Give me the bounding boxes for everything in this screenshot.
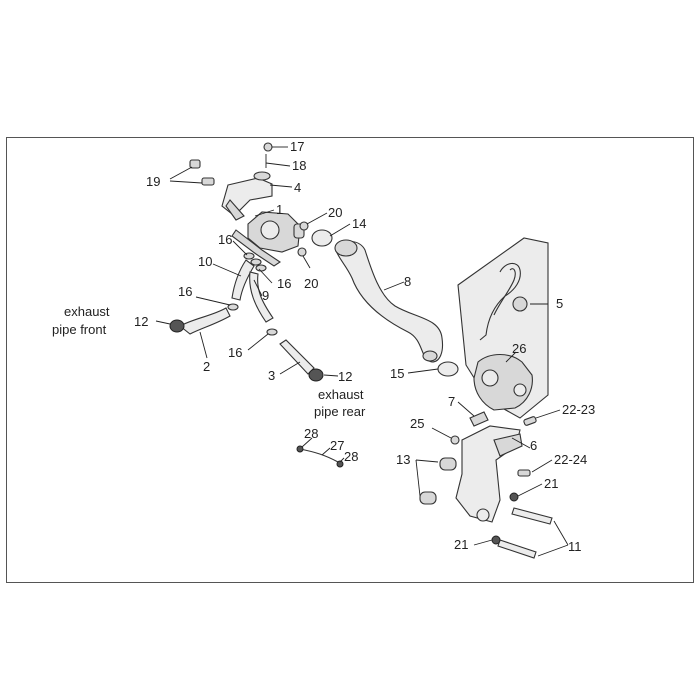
callout-20-lower: 20 [304,276,318,291]
callout-9: 9 [262,288,269,303]
diagram-frame [6,137,694,583]
callout-28-lower: 28 [344,449,358,464]
clip-7 [469,411,489,427]
callout-6: 6 [530,438,537,453]
callout-7: 7 [448,394,455,409]
screws-19 [189,159,215,186]
nut-21a [509,492,519,502]
callout-10: 10 [198,254,212,269]
callout-27: 27 [330,438,344,453]
callout-19: 19 [146,174,160,189]
leader-lines [155,146,569,557]
callout-5: 5 [556,296,563,311]
callout-4: 4 [294,180,301,195]
callout-3: 3 [268,368,275,383]
note-exhaust-rear-2: pipe rear [314,404,366,419]
callout-12-rear: 12 [338,369,352,384]
cap-12-rear [308,368,324,382]
callout-15: 15 [390,366,404,381]
hose-9 [249,271,274,323]
clamp-15 [437,361,459,377]
callout-16-left: 16 [178,284,192,299]
clip-28b [336,460,344,468]
callout-14: 14 [352,216,366,231]
bush-13b [419,491,437,505]
hose-2 [179,307,231,335]
bracket-4 [221,142,273,221]
callout-17: 17 [290,139,304,154]
callout-26: 26 [512,341,526,356]
hose-27 [299,448,339,463]
callout-2: 2 [203,359,210,374]
callout-8: 8 [404,274,411,289]
clamp-16-left [227,303,239,311]
callout-1: 1 [276,202,283,217]
callout-25: 25 [410,416,424,431]
callout-22-23: 22-23 [562,402,595,417]
nut-20b [297,247,307,257]
callout-22-24: 22-24 [554,452,587,467]
callout-21-upper: 21 [544,476,558,491]
bolt-11b [497,539,537,559]
nut-20a [299,221,309,231]
callout-12-front: 12 [134,314,148,329]
bolt-22-24 [517,469,531,477]
callout-16-upper: 16 [218,232,232,247]
intake-hose [334,239,444,363]
cap-12-front [169,319,185,333]
callout-18: 18 [292,158,306,173]
callout-16-mid: 16 [277,276,291,291]
support-bracket-6 [455,425,523,523]
bush-13a [439,457,457,471]
valve-body [473,353,533,411]
bolt-25 [450,435,460,445]
hose-3 [279,339,315,375]
clamp-14 [311,229,333,247]
callout-11: 11 [568,539,582,554]
callout-28-upper: 28 [304,426,318,441]
clip-28a [296,445,304,453]
callout-16-low: 16 [228,345,242,360]
callout-21-lower: 21 [454,537,468,552]
note-exhaust-front-2: pipe front [52,322,107,337]
note-exhaust-rear-1: exhaust [318,387,364,402]
main-valve [231,211,305,267]
nut-21b [491,535,501,545]
callout-13: 13 [396,452,410,467]
note-exhaust-front-1: exhaust [64,304,110,319]
clamp-16-low [266,328,278,336]
bolt-22-23 [523,416,537,426]
bolt-11a [511,507,553,525]
callout-20-upper: 20 [328,205,342,220]
